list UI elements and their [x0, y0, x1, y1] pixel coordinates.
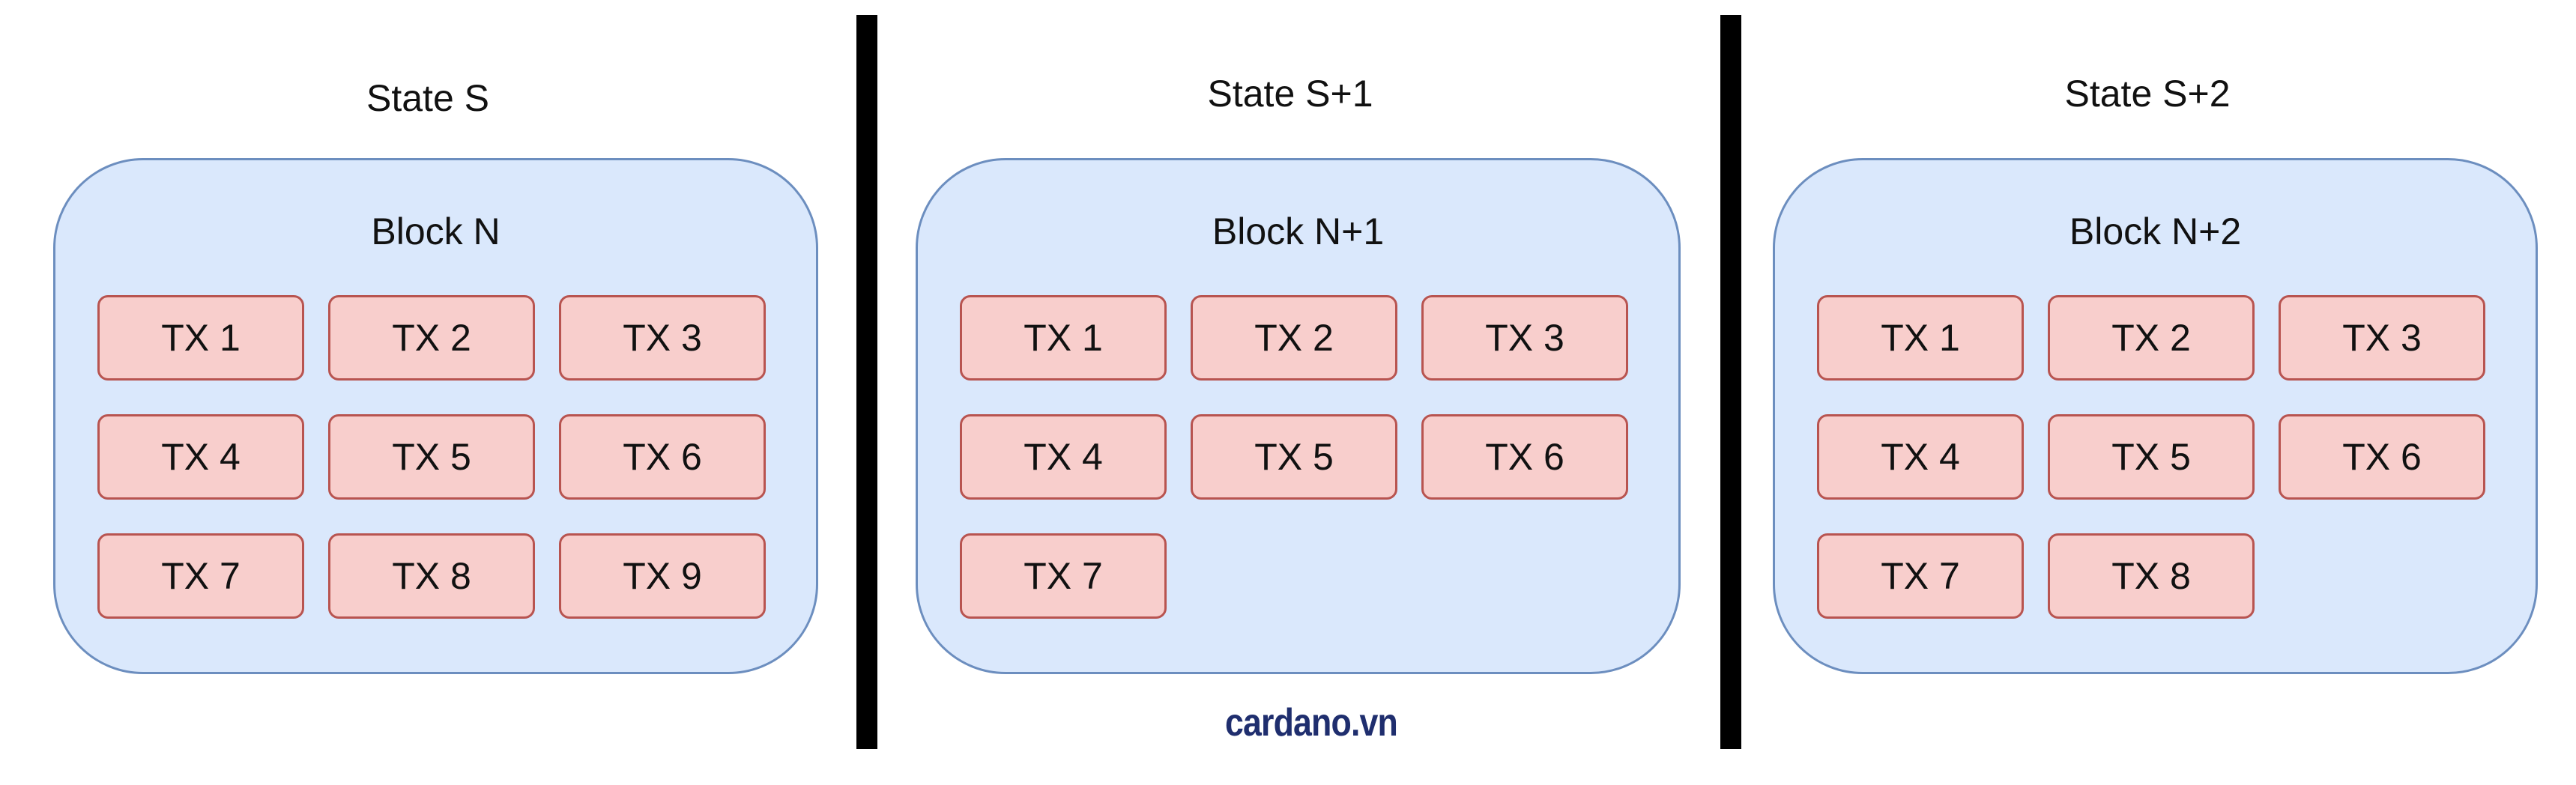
tx-box: TX 1 — [1817, 295, 2024, 381]
tx-box: TX 1 — [960, 295, 1167, 381]
tx-box: TX 3 — [2279, 295, 2485, 381]
block-title: Block N — [371, 210, 501, 252]
tx-box: TX 9 — [559, 533, 766, 619]
tx-box: TX 3 — [1421, 295, 1628, 381]
tx-box: TX 4 — [960, 414, 1167, 500]
block-n-plus-1: Block N+1 TX 1 TX 2 TX 3 TX 4 TX 5 TX 6 … — [916, 158, 1681, 674]
tx-box: TX 2 — [328, 295, 535, 381]
tx-box: TX 4 — [97, 414, 304, 500]
tx-box: TX 2 — [2048, 295, 2255, 381]
tx-box: TX 8 — [328, 533, 535, 619]
divider-1 — [856, 15, 877, 749]
tx-grid: TX 1 TX 2 TX 3 TX 4 TX 5 TX 6 TX 7 — [960, 295, 1628, 619]
tx-box: TX 6 — [2279, 414, 2485, 500]
tx-box: TX 1 — [97, 295, 304, 381]
state-title-s-plus-2: State S+2 — [2064, 73, 2231, 115]
tx-grid: TX 1 TX 2 TX 3 TX 4 TX 5 TX 6 TX 7 TX 8 — [1817, 295, 2485, 619]
tx-box: TX 7 — [97, 533, 304, 619]
block-title: Block N+1 — [1212, 210, 1385, 252]
state-title-s-plus-1: State S+1 — [1207, 73, 1373, 115]
state-title-s: State S — [366, 77, 489, 119]
tx-box: TX 7 — [1817, 533, 2024, 619]
tx-box: TX 7 — [960, 533, 1167, 619]
tx-box: TX 5 — [328, 414, 535, 500]
tx-box: TX 6 — [1421, 414, 1628, 500]
tx-box: TX 6 — [559, 414, 766, 500]
divider-2 — [1720, 15, 1741, 749]
tx-box: TX 2 — [1191, 295, 1397, 381]
tx-box: TX 5 — [2048, 414, 2255, 500]
tx-box: TX 4 — [1817, 414, 2024, 500]
tx-box: TX 5 — [1191, 414, 1397, 500]
block-n: Block N TX 1 TX 2 TX 3 TX 4 TX 5 TX 6 TX… — [53, 158, 818, 674]
tx-box: TX 8 — [2048, 533, 2255, 619]
block-n-plus-2: Block N+2 TX 1 TX 2 TX 3 TX 4 TX 5 TX 6 … — [1773, 158, 2538, 674]
tx-box: TX 3 — [559, 295, 766, 381]
tx-grid: TX 1 TX 2 TX 3 TX 4 TX 5 TX 6 TX 7 TX 8 … — [97, 295, 766, 619]
block-title: Block N+2 — [2069, 210, 2242, 252]
watermark-text: cardano.vn — [1225, 701, 1398, 745]
